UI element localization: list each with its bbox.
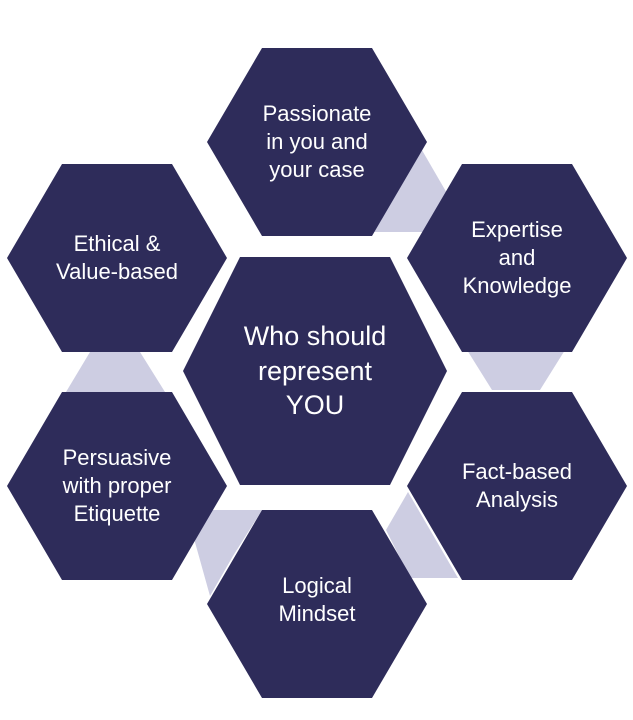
hexagon-center bbox=[183, 257, 447, 485]
hexagon-lower-right bbox=[407, 392, 627, 580]
connector-bottom-lower-left bbox=[186, 510, 262, 596]
connector-upper-right-lower-right bbox=[467, 350, 565, 390]
hexagon-bottom bbox=[207, 510, 427, 698]
connector-top-upper-right bbox=[374, 145, 448, 232]
connector-lower-left-upper-left bbox=[66, 352, 165, 392]
hexagon-upper-left bbox=[7, 164, 227, 352]
connector-lower-right-bottom bbox=[386, 492, 458, 578]
hexagon-lower-left bbox=[7, 392, 227, 580]
hexagon-top bbox=[207, 48, 427, 236]
hexagon-upper-right bbox=[407, 164, 627, 352]
